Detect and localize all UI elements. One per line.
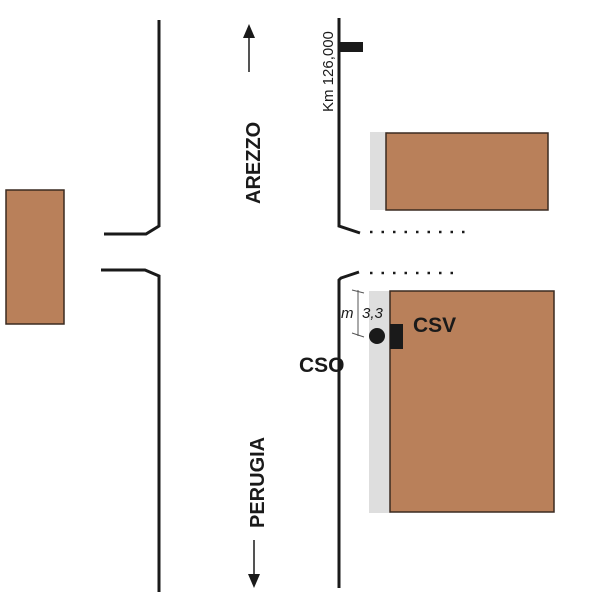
dimension-unit: m	[341, 305, 354, 322]
building-bottom-right	[389, 290, 555, 513]
road-edge-left-bottom	[101, 268, 161, 592]
road-edge-right-bottom	[337, 270, 360, 588]
arrow-down-icon	[248, 540, 260, 588]
arrow-up-icon	[243, 24, 255, 72]
sidewalk-bottom-right	[369, 291, 391, 513]
building-left	[5, 189, 65, 325]
road-edge-right-top	[337, 18, 361, 235]
building-top-right	[385, 132, 549, 211]
cso-label: CSO	[299, 354, 345, 377]
sidewalk-top-right	[370, 132, 388, 210]
dimension-value: 3,3	[362, 305, 384, 322]
direction-label-arezzo: AREZZO	[243, 122, 265, 204]
km-marker-label: Km 126,000	[320, 31, 337, 112]
dimension-marker	[351, 289, 365, 338]
cso-stop-marker	[369, 328, 385, 344]
km-marker-flag	[339, 42, 363, 52]
road-edge-left-top	[104, 20, 161, 236]
direction-label-perugia: PERUGIA	[247, 437, 269, 528]
csv-stop-marker	[390, 324, 403, 349]
csv-label: CSV	[413, 314, 456, 337]
